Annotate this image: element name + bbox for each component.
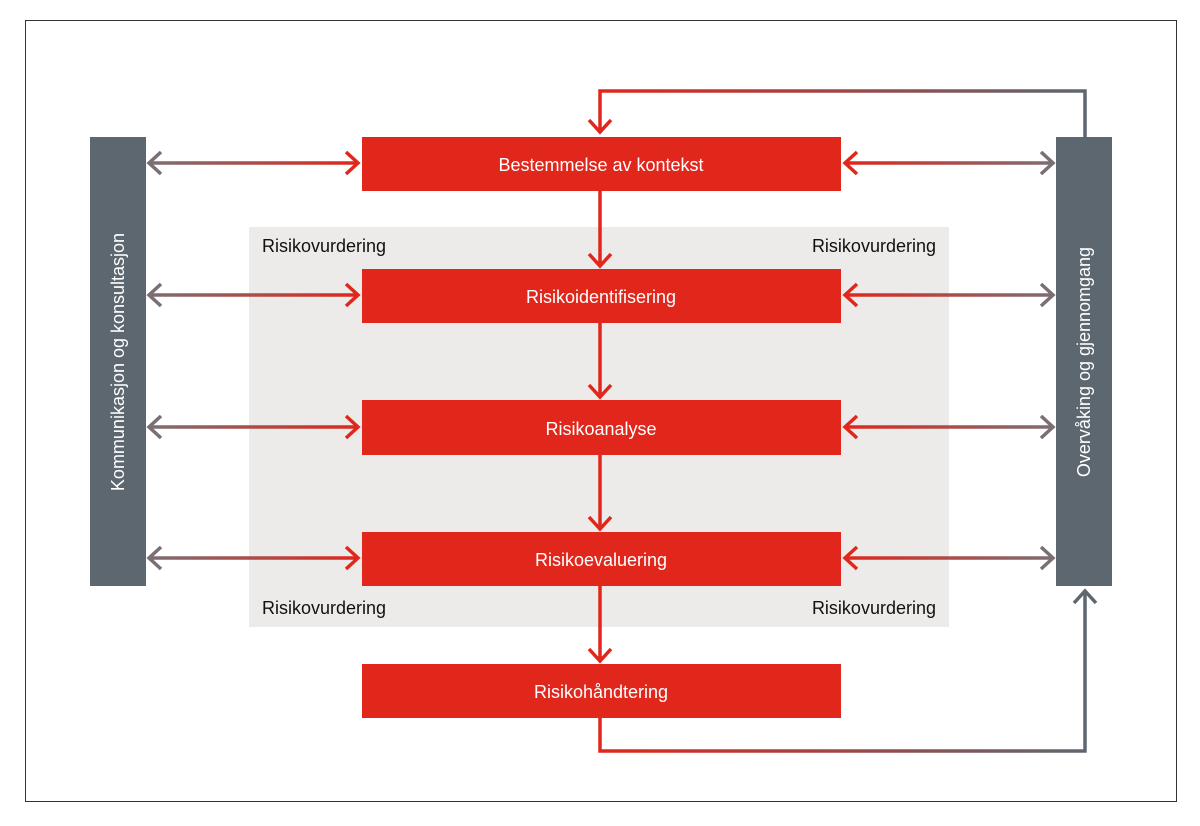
- assessment-label-bottom-left: Risikovurdering: [262, 598, 386, 618]
- diagram-frame: [25, 20, 1177, 802]
- right-double-arrow-4: [842, 545, 1056, 571]
- assessment-label-top-right: Risikovurdering: [812, 236, 936, 256]
- step-identification-label: Risikoidentifisering: [526, 287, 676, 307]
- right-double-arrow-1: [842, 150, 1056, 176]
- right-double-arrow-3: [842, 414, 1056, 440]
- assessment-label-top-left: Risikovurdering: [262, 236, 386, 256]
- communication-bar-label: Kommunikasjon og konsultasjon: [108, 233, 128, 491]
- left-double-arrow-4: [146, 545, 361, 571]
- step-treatment-box: [362, 664, 841, 718]
- left-double-arrow-2: [146, 282, 361, 308]
- feedback-loop-top: [598, 89, 1087, 137]
- step-analysis-label: Risikoanalyse: [545, 419, 656, 439]
- step-analysis-box: [362, 400, 841, 455]
- step-context-label: Bestemmelse av kontekst: [498, 155, 703, 175]
- step-evaluation-label: Risikoevaluering: [535, 550, 667, 570]
- flow-arrow-3: [587, 455, 613, 532]
- left-double-arrow-1: [146, 150, 361, 176]
- flow-arrow-4: [587, 586, 613, 664]
- assessment-label-bottom-right: Risikovurdering: [812, 598, 936, 618]
- monitoring-bar-label: Overvåking og gjennomgang: [1074, 247, 1094, 477]
- feedback-loop-bottom-arrowhead: [1072, 588, 1098, 605]
- flow-arrow-1: [587, 191, 613, 269]
- step-identification-box: [362, 269, 841, 323]
- right-double-arrow-2: [842, 282, 1056, 308]
- flow-arrow-2: [587, 323, 613, 400]
- communication-bar: [90, 137, 146, 586]
- step-treatment-label: Risikohåndtering: [534, 682, 668, 702]
- left-double-arrow-3: [146, 414, 361, 440]
- feedback-loop-bottom: [598, 591, 1087, 753]
- monitoring-bar: [1056, 137, 1112, 586]
- step-evaluation-box: [362, 532, 841, 586]
- feedback-loop-top-arrowhead: [587, 118, 613, 135]
- step-context-box: [362, 137, 841, 191]
